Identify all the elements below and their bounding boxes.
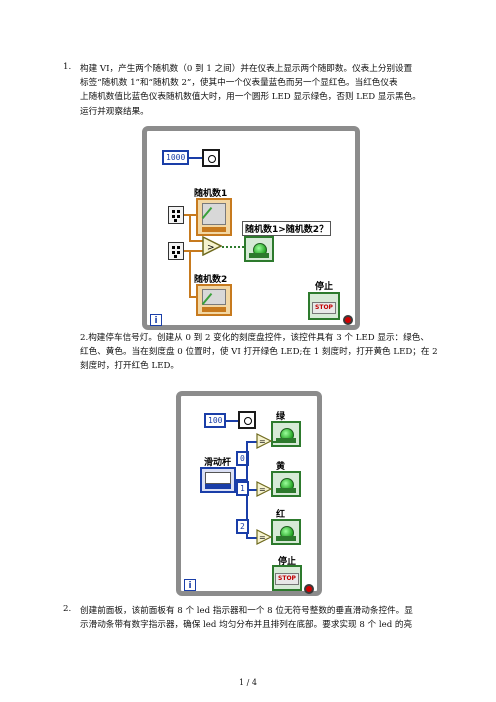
wire-to-cmp-0 (246, 441, 258, 443)
wait-ms-icon (202, 149, 220, 167)
item-3-text: 创建前面板，该前面板有 8 个 led 指示器和一个 8 位无符号整数的垂直滑动… (80, 604, 460, 632)
item-3-number: 2. (63, 604, 72, 614)
stop-button-1[interactable]: STOP (312, 302, 336, 314)
wire-slider-bus (236, 479, 248, 481)
wire-rand2-gauge (189, 296, 197, 298)
constant-1: 1 (236, 481, 249, 496)
led-red-terminal (271, 519, 301, 545)
item-2-line-2: 红色、黄色。当在刻度盘 0 位置时，使 VI 打开绿色 LED;在 1 刻度时，… (80, 347, 438, 358)
label-stop-2: 停止 (278, 557, 297, 567)
wait-ms-icon-2 (238, 411, 256, 429)
label-yellow: 黄 (276, 462, 286, 472)
wait-time-constant: 1000 (162, 150, 190, 165)
wire-to-cmp-2 (246, 537, 258, 539)
svg-text:>: > (207, 243, 215, 253)
slider-terminal (200, 467, 236, 493)
item-1-line-1: 构建 VI，产生两个随机数（0 到 1 之间）并在仪表上显示两个随即数。仪表上分… (80, 64, 413, 74)
svg-text:=: = (259, 437, 266, 446)
page-number: 1 / 4 (239, 678, 257, 687)
wire-to-cmp-1 (246, 489, 258, 491)
label-random-2: 随机数2 (194, 275, 228, 285)
stop-button-2[interactable]: STOP (275, 573, 299, 585)
iteration-terminal-1: i (150, 314, 162, 326)
led-green-terminal (271, 421, 301, 447)
wire-cmp-led (222, 246, 244, 248)
loop-condition-icon-2 (304, 584, 314, 594)
equal-icon-1: = (256, 481, 272, 497)
constant-2: 2 (236, 519, 249, 534)
wire-rand2-down (189, 250, 191, 297)
item-2-line-3: 刻度时，打开红色 LED。 (80, 361, 179, 372)
equal-icon-2: = (256, 529, 272, 545)
item-1-line-4: 运行并观察结果。 (80, 106, 149, 117)
wait-time-constant-2: 100 (204, 413, 227, 428)
svg-text:=: = (259, 533, 266, 542)
label-compare-led: 随机数1>随机数2？ (242, 221, 332, 236)
item-1-line-3: 上随机数值比蓝色仪表随机数值大时，用一个圆形 LED 显示绿色，否则 LED 显… (80, 92, 421, 103)
equal-icon-0: = (256, 433, 272, 449)
greater-than-icon: > (202, 236, 222, 256)
label-green: 绿 (276, 412, 286, 422)
random-number-1-icon (168, 206, 184, 224)
wire-rand1-down (189, 214, 191, 241)
wire-eq0-led (272, 441, 276, 443)
block-diagram-2: 100 绿 滑动杆 0 = 黄 1 = 红 2 = 停止 STOP i (176, 391, 322, 596)
gauge-random-1-terminal (196, 198, 232, 236)
item-1-text: 构建 VI，产生两个随机数（0 到 1 之间）并在仪表上显示两个随即数。仪表上分… (80, 62, 460, 119)
wire-rand2-right (184, 250, 203, 252)
item-3-line-2: 示滑动条带有数字指示器，确保 led 均匀分布并且排列在底部。要求实现 8 个 … (80, 620, 413, 631)
wire-const-wait-2 (224, 420, 238, 422)
wire-const-wait (188, 157, 202, 159)
wire-rand1-cmp (189, 240, 203, 242)
label-red: 红 (276, 510, 286, 520)
random-number-2-icon (168, 242, 184, 260)
item-2-text: 2.构建停车信号灯。创建从 0 到 2 变化的刻度盘控件，该控件具有 3 个 L… (80, 331, 460, 374)
led-compare-terminal (244, 236, 274, 262)
gauge-random-2-terminal (196, 284, 232, 316)
loop-condition-icon-1 (343, 315, 353, 325)
label-stop-1: 停止 (315, 282, 334, 292)
svg-text:=: = (259, 485, 266, 494)
item-1-number: 1. (63, 62, 72, 72)
item-3-line-1: 创建前面板，该前面板有 8 个 led 指示器和一个 8 位无符号整数的垂直滑动… (80, 606, 413, 616)
iteration-terminal-2: i (184, 579, 196, 591)
label-slider: 滑动杆 (204, 458, 232, 468)
led-yellow-terminal (271, 471, 301, 497)
block-diagram-1: 1000 随机数1 > 随机数1>随机数2？ 随机数2 停止 STOP i (142, 126, 360, 330)
item-2-line-1: 2.构建停车信号灯。创建从 0 到 2 变化的刻度盘控件，该控件具有 3 个 L… (80, 333, 429, 343)
item-1-line-2: 标签“随机数 1”和“随机数 2”，使其中一个仪表量蓝色而另一个显红色。当红色仪… (80, 78, 398, 89)
label-random-1: 随机数1 (194, 189, 228, 199)
